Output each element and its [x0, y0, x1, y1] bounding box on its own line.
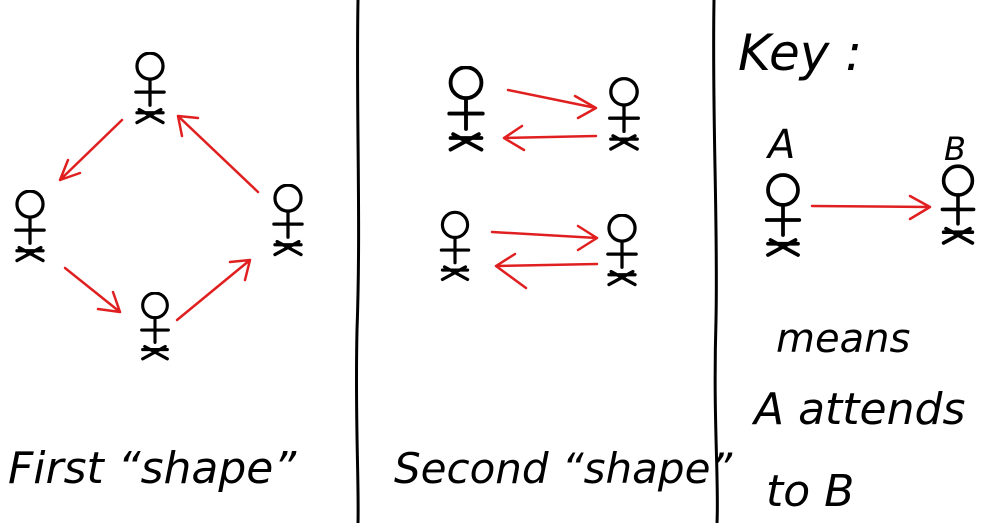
key-label-a: A: [765, 122, 795, 168]
arrow-pair1-forward: [506, 88, 598, 120]
divider-left: [354, 0, 361, 523]
arrow-right-to-top: [176, 114, 260, 194]
person-pair2-right-icon: [606, 214, 638, 287]
key-explanation-line3: to B: [766, 466, 854, 517]
arrow-pair2-back: [494, 252, 599, 290]
key-panel: Key : A B means A attends to B: [738, 24, 976, 517]
first-shape-caption: First “shape”: [8, 443, 297, 494]
person-bottom-icon: [140, 292, 170, 361]
key-title: Key :: [738, 24, 862, 82]
person-pair1-left-icon: [447, 66, 485, 152]
arrow-left-to-bottom: [63, 266, 122, 314]
person-top-icon: [134, 52, 166, 125]
person-left-icon: [14, 190, 46, 263]
first-shape-panel: First “shape”: [8, 52, 304, 494]
key-explanation-line2: A attends: [751, 384, 965, 435]
arrow-pair2-forward: [490, 224, 599, 252]
person-b-icon: [940, 164, 976, 245]
arrow-bottom-to-right: [175, 258, 252, 322]
person-right-icon: [272, 184, 304, 257]
divider-right: [712, 0, 719, 523]
key-label-b: B: [944, 130, 966, 168]
second-shape-caption: Second “shape”: [394, 444, 733, 493]
arrow-top-to-left: [58, 118, 124, 182]
arrow-pair1-back: [502, 124, 598, 152]
person-pair1-right-icon: [607, 76, 641, 151]
person-a-icon: [767, 175, 800, 255]
arrow-a-to-b: [810, 194, 932, 221]
person-pair2-left-icon: [439, 210, 471, 282]
second-shape-panel: Second “shape”: [394, 66, 733, 493]
key-explanation-line1: means: [776, 316, 910, 362]
